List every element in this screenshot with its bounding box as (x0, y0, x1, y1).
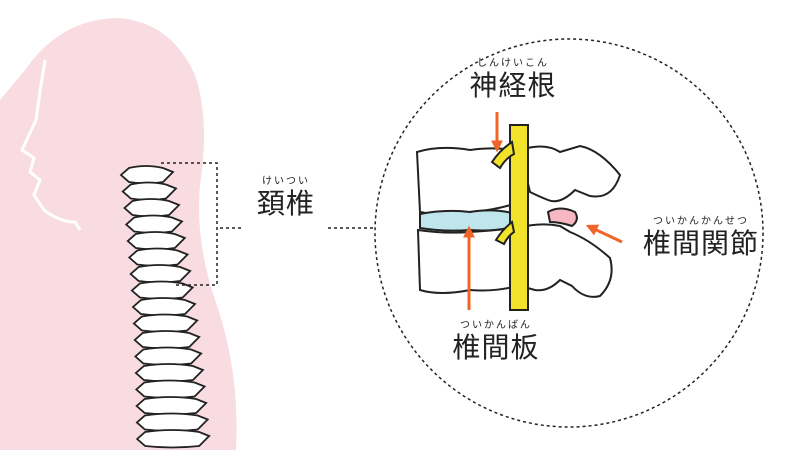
vertebra (132, 313, 199, 333)
vertebra (135, 412, 210, 432)
vertebra (126, 231, 187, 251)
vertebra (134, 363, 205, 383)
label-tsuikankansetsu-reading: ついかんかんせつ (653, 216, 749, 227)
label-tsuikankansetsu: ついかんかんせつ 椎間関節 (626, 216, 776, 260)
arrow-facet-joint (585, 224, 623, 244)
label-tsuikanban-reading: ついかんばん (460, 320, 532, 331)
nerve-root-upper (490, 140, 516, 170)
spinal-nerve (509, 124, 529, 311)
vertebra (123, 198, 181, 218)
label-keitsui: けいつい 頚椎 (244, 176, 328, 220)
vertebra (127, 247, 190, 267)
vertebra (133, 330, 201, 350)
facet-joint (546, 207, 578, 228)
label-keitsui-text: 頚椎 (256, 187, 315, 220)
spine-column (119, 165, 211, 449)
vertebra (135, 429, 211, 449)
lower-posterior-element (516, 223, 613, 298)
cervical-selection-box (161, 162, 218, 286)
label-shinkeikon-text: 神経根 (469, 69, 557, 102)
vertebra (135, 396, 208, 416)
vertebra (129, 264, 192, 284)
label-keitsui-reading: けいつい (262, 176, 310, 187)
upper-posterior-element (518, 144, 622, 203)
label-tsuikankansetsu-text: 椎間関節 (642, 227, 759, 260)
nerve-root-lower (494, 220, 516, 246)
vertebra (134, 346, 203, 366)
intervertebral-disc (419, 209, 517, 232)
label-shinkeikon-reading: しんけいこん (477, 58, 549, 69)
vertebra (124, 214, 184, 234)
vertebra (134, 379, 207, 399)
label-tsuikanban: ついかんばん 椎間板 (436, 320, 556, 364)
label-tsuikanban-text: 椎間板 (452, 331, 540, 364)
face-profile (20, 59, 82, 231)
vertebra (119, 165, 175, 185)
label-shinkeikon: しんけいこん 神経根 (443, 58, 583, 102)
vertebra (130, 280, 195, 300)
vertebra (131, 297, 197, 317)
vertebra (121, 181, 178, 201)
